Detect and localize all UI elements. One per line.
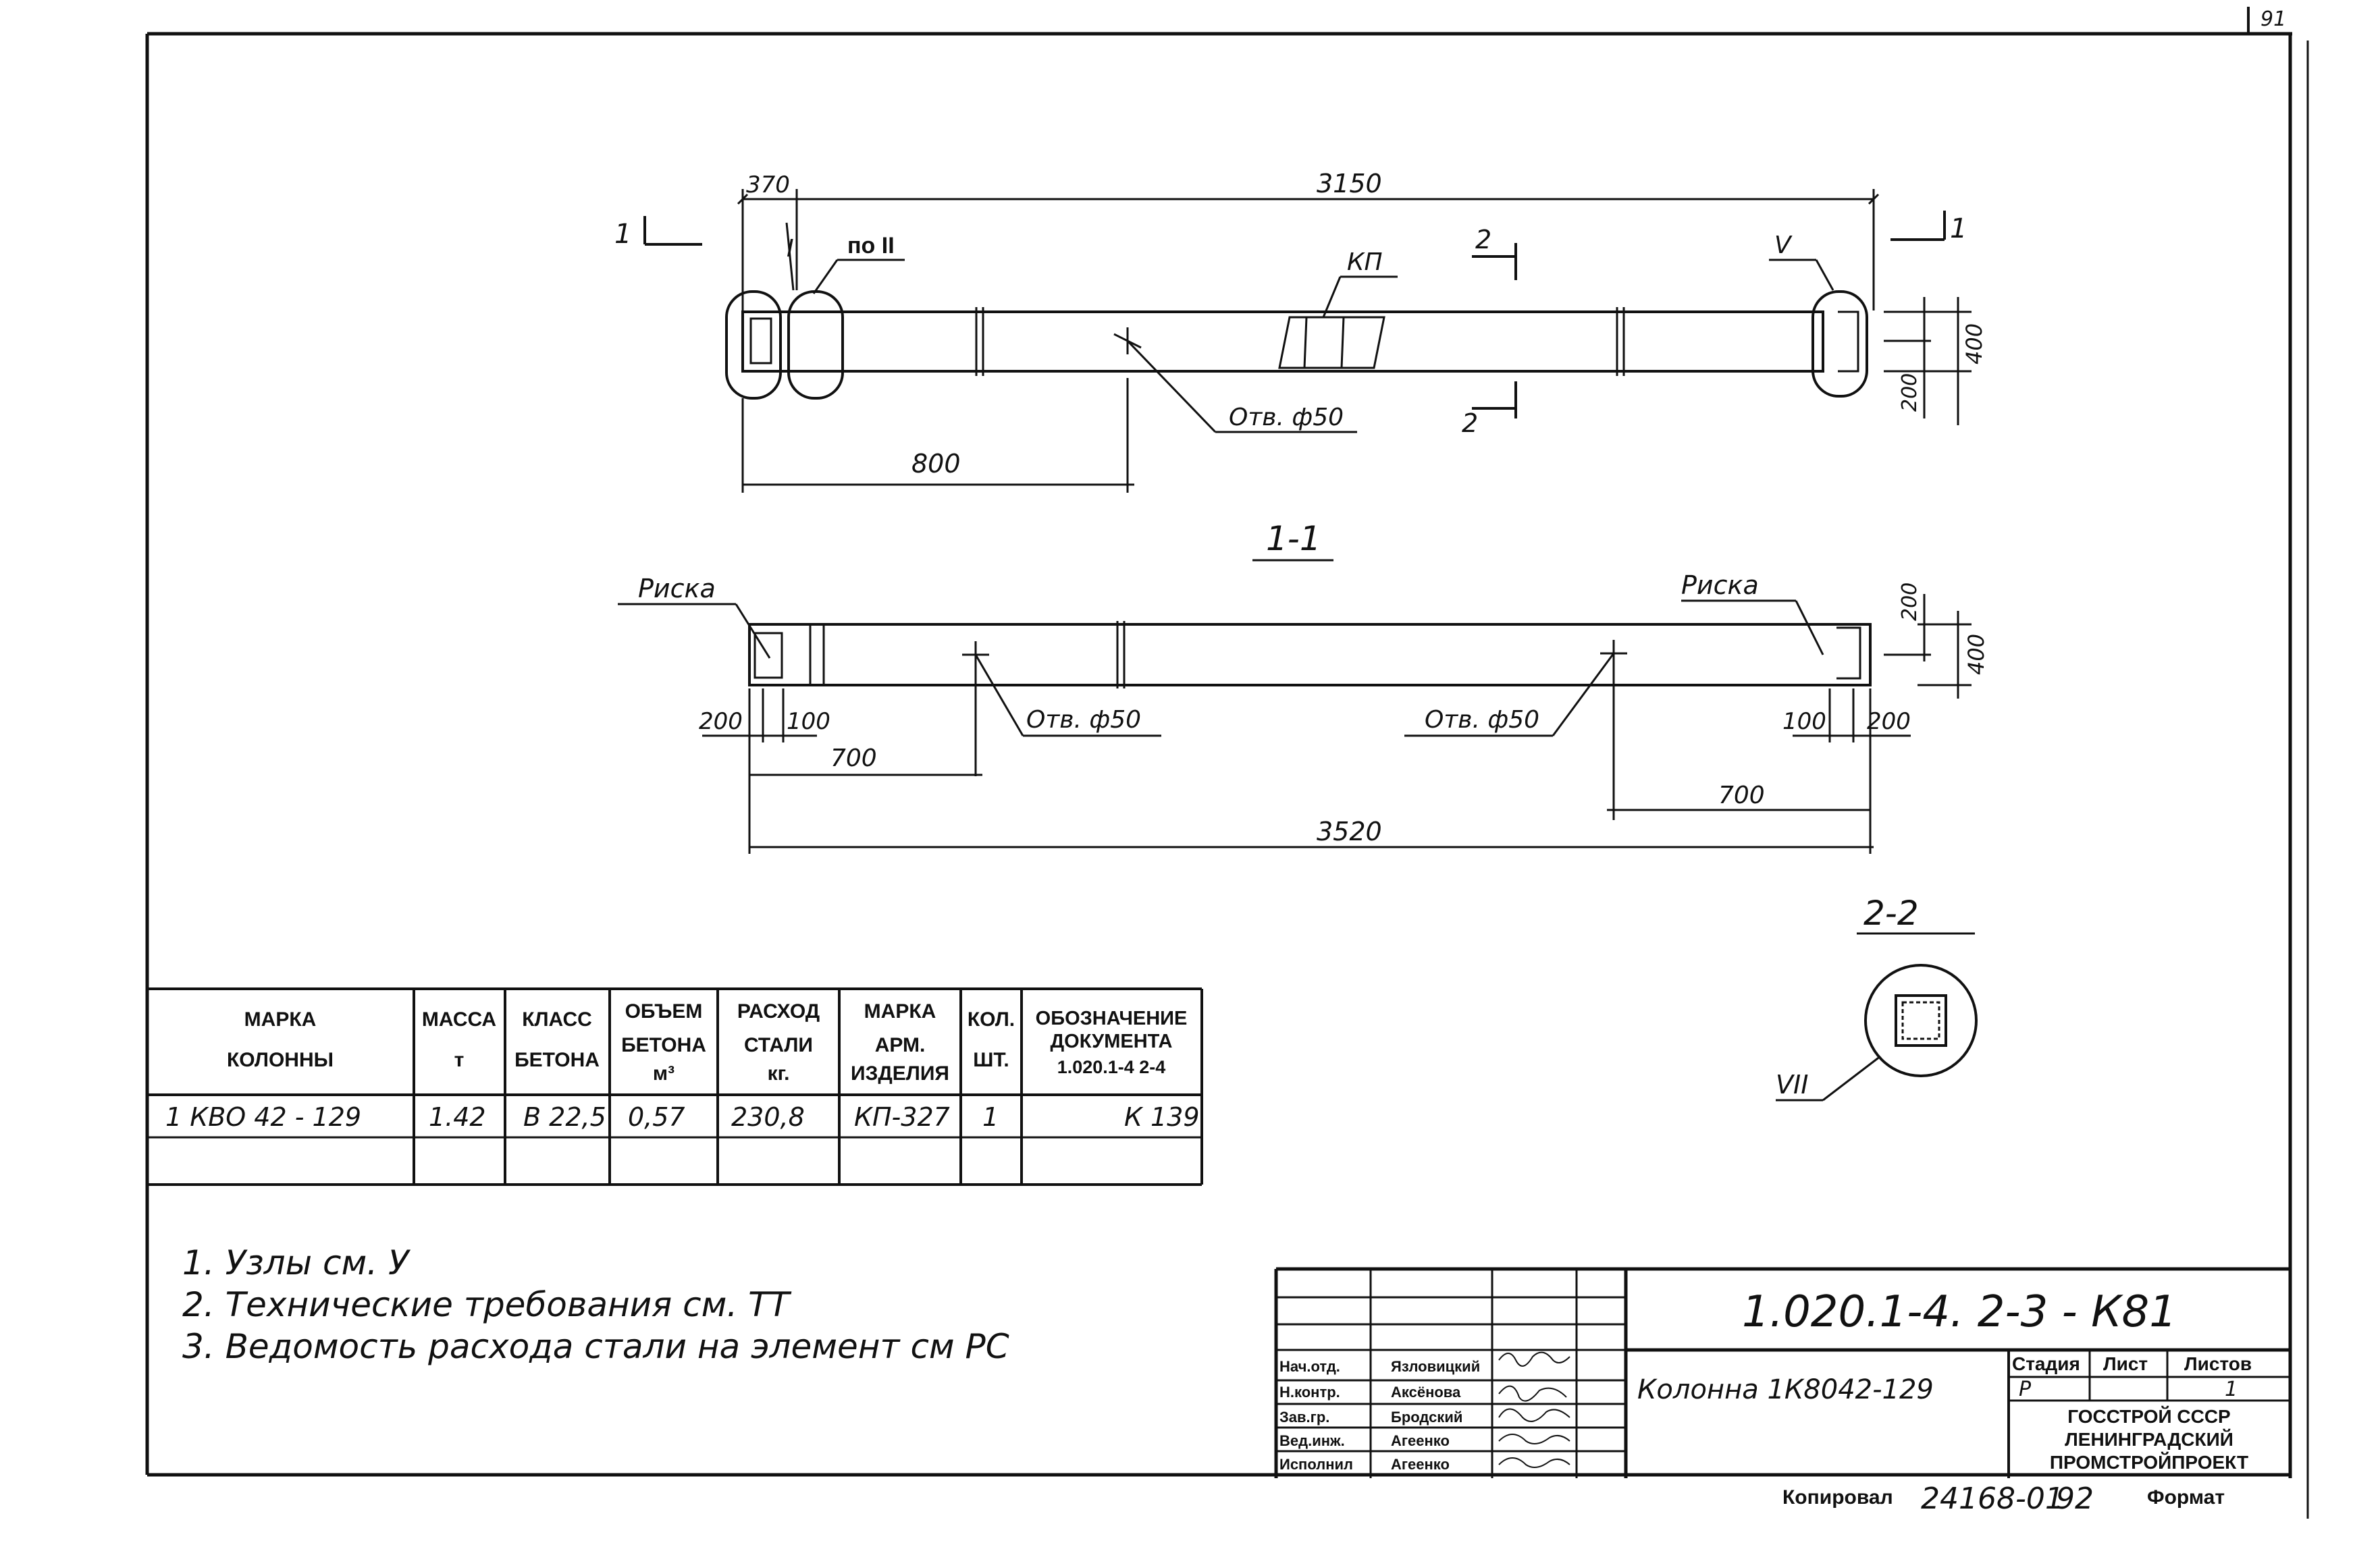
th-mass-1: МАССА <box>422 1008 496 1031</box>
role-4: Вед.инж. <box>1279 1432 1345 1449</box>
plan-cut-2-bottom: 2 <box>1462 408 1478 438</box>
th-class-1: КЛАСС <box>522 1008 592 1031</box>
th-doc-2: ДОКУМЕНТА <box>1051 1031 1173 1052</box>
section-2-2-node: VII <box>1776 1070 1808 1100</box>
section-dim-100-right: 100 <box>1782 708 1826 735</box>
td-qty: 1 <box>982 1102 999 1132</box>
th-mass-2: т <box>454 1049 465 1071</box>
org-line-3: ПРОМСТРОЙПРОЕКТ <box>2050 1451 2248 1473</box>
section-hole-left: Отв. ф50 <box>1026 706 1141 734</box>
section-2-2-title: 2-2 <box>1863 894 1919 933</box>
person-2: Аксёнова <box>1391 1384 1461 1401</box>
section-riska-right: Риска <box>1681 570 1759 600</box>
th-volume-2: БЕТОНА <box>621 1034 706 1056</box>
title-block <box>1274 1267 2290 1478</box>
th-mark-1: МАРКА <box>244 1008 317 1031</box>
td-arm: КП-327 <box>854 1102 950 1132</box>
th-steel-2: СТАЛИ <box>744 1034 813 1056</box>
spec-table <box>147 987 1203 1186</box>
note-1: 1. Узлы см. У <box>182 1243 411 1282</box>
plan-node-5: V <box>1774 232 1793 259</box>
sheet-number: 91 <box>2260 7 2286 31</box>
th-arm-3: ИЗДЕЛИЯ <box>851 1062 949 1085</box>
td-volume: 0,57 <box>628 1102 685 1132</box>
format-label: Формат <box>2147 1486 2225 1509</box>
section-dim-width: 400 <box>1963 634 1989 675</box>
plan-dim-end: 370 <box>746 171 790 198</box>
note-3: 3. Ведомость расхода стали на элемент см… <box>182 1327 1009 1366</box>
note-2: 2. Технические требования см. ТТ <box>182 1285 792 1324</box>
th-qty-2: ШТ. <box>973 1049 1009 1071</box>
td-steel: 230,8 <box>731 1102 805 1132</box>
td-class: В 22,5 <box>523 1102 606 1132</box>
th-volume-3: м³ <box>653 1062 675 1085</box>
th-qty-1: КОЛ. <box>968 1008 1015 1031</box>
td-mass: 1.42 <box>429 1102 486 1132</box>
section-dim-100-left: 100 <box>787 708 830 735</box>
th-doc-1: ОБОЗНАЧЕНИЕ <box>1036 1008 1188 1029</box>
page-number: 92 <box>2056 1482 2094 1516</box>
role-2: Н.контр. <box>1279 1384 1340 1401</box>
section-dim-half: 200 <box>1898 582 1922 621</box>
copied-label: Копировал <box>1782 1486 1893 1509</box>
plan-dim-width: 400 <box>1961 323 1987 364</box>
section-hole-right: Отв. ф50 <box>1425 706 1539 734</box>
role-1: Нач.отд. <box>1279 1358 1340 1375</box>
section-dim-700-left: 700 <box>830 744 877 772</box>
section-riska-left: Риска <box>638 574 716 603</box>
person-1: Язловицкий <box>1391 1358 1480 1375</box>
org-line-1: ГОССТРОЙ СССР <box>2067 1405 2230 1427</box>
signature-2 <box>1498 1385 1567 1402</box>
person-5: Агеенко <box>1391 1456 1450 1473</box>
signature-5 <box>1498 1457 1570 1468</box>
plan-cut-1-left: 1 <box>614 219 631 250</box>
sheet-frame <box>145 7 2309 1519</box>
copied-value: 24168-01 <box>1921 1482 2064 1516</box>
signature-3 <box>1498 1408 1570 1422</box>
plan-dim-hole: 800 <box>911 449 961 479</box>
section-dim-200-right: 200 <box>1867 708 1911 735</box>
section-dim-200-left: 200 <box>699 708 743 735</box>
th-doc-3: 1.020.1-4 2-4 <box>1057 1057 1166 1077</box>
section-dim-700-right: 700 <box>1718 782 1765 809</box>
th-mark-2: КОЛОННЫ <box>227 1049 334 1071</box>
th-arm-2: АРМ. <box>875 1034 926 1056</box>
section-dim-total: 3520 <box>1317 817 1382 846</box>
org-line-2: ЛЕНИНГРАДСКИЙ <box>2065 1428 2233 1450</box>
stage-value: Р <box>2019 1378 2032 1401</box>
plan-node-2: по II <box>847 233 895 259</box>
th-volume-1: ОБЪЕМ <box>625 1000 703 1023</box>
section-1-1-title: 1-1 <box>1266 519 1321 558</box>
role-5: Исполнил <box>1279 1456 1353 1473</box>
person-4: Агеенко <box>1391 1432 1450 1449</box>
plan-node-1: I <box>787 235 794 263</box>
signature-1 <box>1498 1351 1570 1367</box>
signature-4 <box>1498 1434 1570 1444</box>
section-1-1-view <box>618 559 1972 854</box>
plan-view <box>643 189 1972 493</box>
plan-dim-half: 200 <box>1898 373 1922 412</box>
sheet-label: Лист <box>2103 1353 2148 1374</box>
sheets-value: 1 <box>2225 1378 2238 1401</box>
plan-kp-label: КП <box>1347 248 1383 276</box>
person-3: Бродский <box>1391 1409 1462 1426</box>
doc-code: 1.020.1-4. 2-3 - К81 <box>1742 1287 2177 1337</box>
plan-cut-1-right: 1 <box>1950 213 1967 244</box>
plan-dim-total: 3150 <box>1317 169 1382 198</box>
role-3: Зав.гр. <box>1279 1409 1329 1426</box>
plan-hole-label: Отв. ф50 <box>1229 404 1344 431</box>
doc-name: Колонна 1К8042-129 <box>1637 1374 1934 1405</box>
th-class-2: БЕТОНА <box>514 1049 600 1071</box>
plan-cut-2-top: 2 <box>1475 225 1491 254</box>
td-mark: 1 КВО 42 - 129 <box>165 1102 361 1132</box>
th-steel-3: кг. <box>768 1062 790 1085</box>
section-2-2-view <box>1776 932 1978 1102</box>
th-steel-1: РАСХОД <box>737 1000 820 1023</box>
th-arm-1: МАРКА <box>864 1000 936 1023</box>
sheets-label: Листов <box>2184 1353 2252 1374</box>
td-doc: К 139 <box>1124 1102 1200 1132</box>
stage-label: Стадия <box>2012 1353 2080 1374</box>
